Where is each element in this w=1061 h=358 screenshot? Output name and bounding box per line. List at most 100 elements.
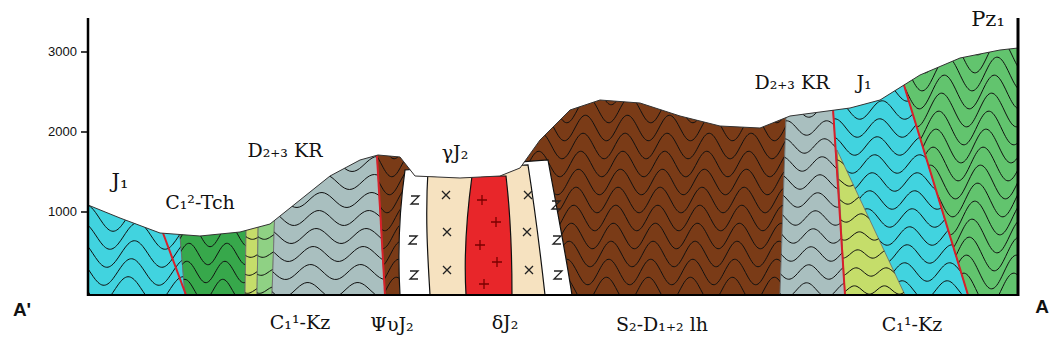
fold-line [770, 13, 855, 27]
fold-line [868, 3, 1028, 37]
fold-line [150, 27, 260, 48]
rock-unit [368, 0, 790, 295]
fold-line [78, 151, 193, 178]
fold-line [150, 9, 260, 30]
fold-line [247, 17, 292, 24]
unit-label: S₂-D₁₊₂ lh [616, 314, 708, 335]
fold-line [78, 61, 193, 88]
fault-line [878, 0, 968, 295]
pattern-mark [553, 236, 561, 244]
fold-line [262, 121, 392, 136]
section-end: A' [13, 300, 31, 321]
pattern-mark [552, 201, 560, 209]
axis-tick [81, 131, 88, 133]
unit-label: C₁¹-Kz [882, 314, 942, 335]
pattern-mark [411, 196, 419, 204]
fold-line [235, 53, 270, 60]
pattern-mark [442, 191, 450, 199]
fold-line [150, 242, 260, 265]
intrusion-body [465, 176, 512, 295]
fold-line [247, 161, 292, 168]
height-axis [87, 18, 90, 296]
fold-line [358, 96, 798, 124]
fold-line [247, 125, 292, 132]
unit-label: δJ₂ [492, 312, 519, 333]
fold-line [827, 267, 912, 276]
fold-line [868, 93, 1028, 128]
fault-line [163, 233, 186, 295]
fold-line [262, 264, 392, 279]
fold-line [868, 147, 1028, 181]
fold-line [262, 229, 392, 244]
fold-line [868, 273, 1028, 307]
pattern-mark [492, 257, 502, 267]
fold-line [235, 107, 270, 114]
fold-line [78, 240, 193, 267]
fold-line [262, 103, 392, 118]
ground-surface [88, 48, 1018, 236]
fold-line [78, 97, 193, 124]
fold-line [868, 111, 1028, 145]
fold-line [247, 106, 292, 114]
fold-line [358, 61, 798, 87]
rock-unit [160, 0, 250, 295]
fold-line [868, 236, 1028, 271]
base-line [87, 294, 1019, 296]
fold-line [247, 179, 292, 186]
fold-line [827, 124, 912, 132]
fold-line [78, 277, 193, 304]
fold-line [358, 151, 798, 177]
fold-line [235, 35, 270, 42]
fold-line [827, 286, 912, 295]
fold-line [78, 133, 193, 160]
fold-line [150, 135, 260, 157]
fold-line [78, 7, 193, 34]
fold-line [247, 197, 292, 204]
pattern-mark [475, 240, 485, 250]
fold-line [235, 125, 270, 132]
fold-line [827, 34, 912, 42]
fold-line [150, 278, 260, 301]
fold-line [827, 142, 912, 151]
pattern-mark [525, 266, 533, 274]
fold-line [78, 115, 193, 142]
pattern-mark [477, 195, 487, 205]
fold-line [247, 88, 292, 96]
pattern-mark [443, 228, 451, 236]
fold-line [827, 232, 912, 241]
fault-line [368, 0, 385, 295]
fold-line [247, 35, 292, 42]
unit-label: J₁ [856, 72, 871, 93]
fold-line [262, 175, 392, 190]
axis-tick [81, 51, 88, 53]
fold-line [262, 193, 392, 208]
pattern-mark [443, 266, 451, 274]
fold-line [235, 161, 270, 168]
unit-label: C₁²-Tch [165, 192, 235, 213]
fold-line [770, 31, 855, 45]
intrusion-body [399, 160, 572, 295]
fold-line [262, 31, 392, 46]
pattern-mark [491, 217, 501, 227]
section-end: A [1035, 297, 1049, 318]
fold-line [262, 84, 392, 99]
fold-line [827, 178, 912, 186]
fold-line [235, 17, 270, 24]
fold-line [150, 117, 260, 140]
fold-line [827, 106, 912, 115]
axis-value: 2000 [48, 125, 77, 139]
fold-line [358, 133, 798, 159]
fold-line [358, 25, 798, 51]
fold-line [78, 25, 193, 52]
section-end-line [1017, 18, 1020, 296]
fold-line [235, 196, 270, 203]
fold-line [150, 153, 260, 174]
fold-line [868, 129, 1028, 163]
fold-line [868, 39, 1028, 73]
fold-line [235, 179, 270, 186]
fold-line [235, 214, 270, 221]
fold-line [150, 99, 260, 122]
fold-line [78, 79, 193, 106]
rock-unit [878, 0, 1018, 295]
